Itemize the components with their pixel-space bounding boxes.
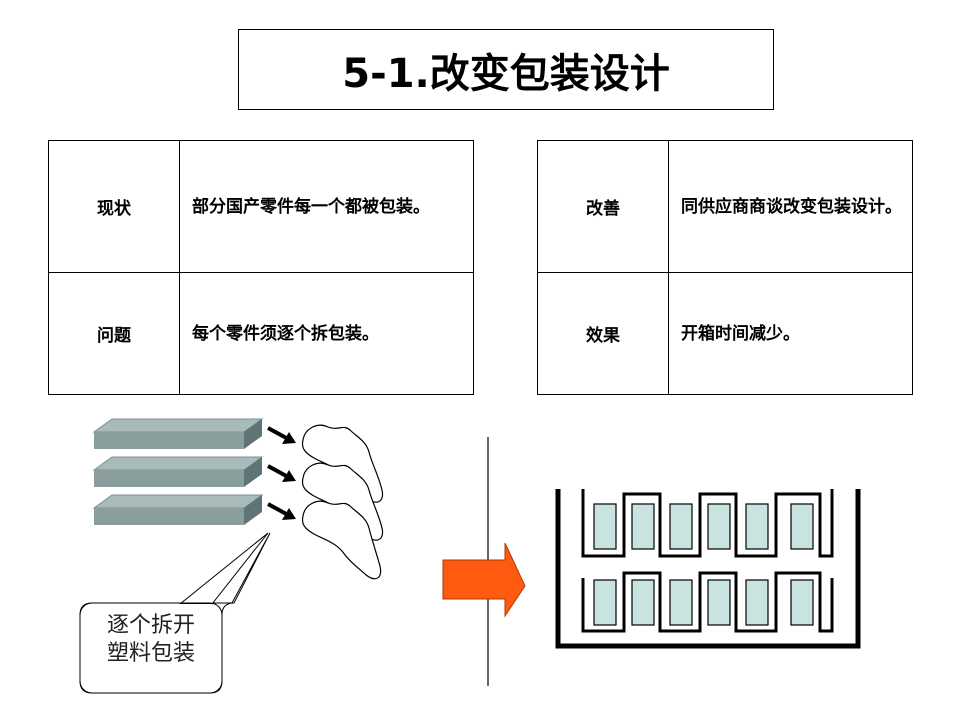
- row-label-problem: 问题: [48, 272, 180, 395]
- part-item: [669, 503, 693, 550]
- part-item: [707, 503, 731, 550]
- row-text-improvement: 同供应商商谈改变包装设计。: [668, 140, 913, 273]
- packaged-bar-2: [92, 456, 264, 487]
- part-item: [593, 503, 617, 550]
- small-arrow-1-icon: [267, 426, 296, 444]
- callout-line-1: 逐个拆开: [106, 613, 195, 638]
- part-item: [631, 503, 655, 550]
- plastic-bag-3: [301, 500, 382, 580]
- small-arrow-2-icon: [267, 464, 296, 482]
- improvement-arrow-icon: [442, 542, 526, 618]
- row-text-effect: 开箱时间减少。: [668, 272, 913, 395]
- improvement-effect-table: 改善 同供应商商谈改变包装设计。 效果 开箱时间减少。: [537, 140, 913, 395]
- title-box: 5-1.改变包装设计: [238, 29, 774, 110]
- part-item: [593, 579, 617, 626]
- table-row: 改善 同供应商商谈改变包装设计。: [537, 140, 913, 273]
- small-arrow-3-icon: [267, 502, 296, 520]
- part-item: [790, 503, 814, 550]
- table-row: 问题 每个零件须逐个拆包装。: [48, 272, 474, 395]
- reusable-container: [555, 489, 861, 649]
- part-item: [745, 503, 769, 550]
- parts-in-container: [593, 503, 814, 626]
- plastic-bags: [301, 424, 384, 580]
- part-item: [707, 579, 731, 626]
- table-row: 效果 开箱时间减少。: [537, 272, 913, 395]
- packaged-bar-1: [92, 418, 264, 449]
- callout-line-2: 塑料包装: [106, 641, 195, 666]
- row-text-problem: 每个零件须逐个拆包装。: [179, 272, 474, 395]
- current-problem-table: 现状 部分国产零件每一个都被包装。 问题 每个零件须逐个拆包装。: [48, 140, 474, 395]
- packaged-bar-3: [92, 494, 264, 525]
- callout-text: 逐个拆开 塑料包装: [80, 612, 222, 668]
- part-item: [669, 579, 693, 626]
- page-title: 5-1.改变包装设计: [342, 50, 670, 97]
- part-item: [631, 579, 655, 626]
- part-item: [790, 579, 814, 626]
- part-item: [745, 579, 769, 626]
